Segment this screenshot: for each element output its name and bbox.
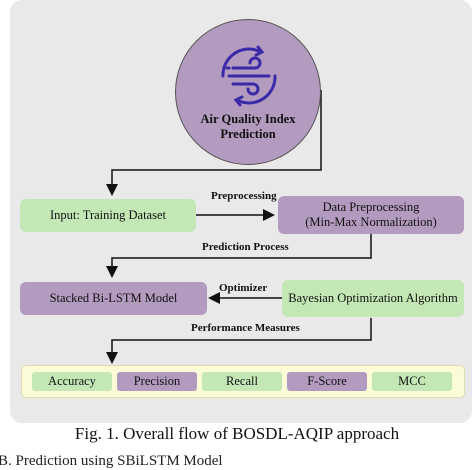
model-node-label: Stacked Bi-LSTM Model [49, 291, 178, 305]
input-node-label: Input: Training Dataset [50, 208, 166, 222]
bayesian-optimization-node: Bayesian Optimization Algorithm [282, 280, 464, 317]
start-node-air-quality-prediction: Air Quality Index Prediction [175, 19, 321, 165]
metric-accuracy: Accuracy [32, 372, 112, 391]
input-training-dataset-node: Input: Training Dataset [20, 199, 196, 232]
metric-fscore: F-Score [287, 372, 367, 391]
metric-precision: Precision [117, 372, 197, 391]
edge-label-prediction-process: Prediction Process [202, 241, 289, 253]
arrow-optimizer-to-metrics [106, 318, 372, 364]
optimizer-node-label: Bayesian Optimization Algorithm [288, 291, 458, 305]
start-node-label: Air Quality Index Prediction [200, 112, 296, 141]
metric-recall: Recall [202, 372, 282, 391]
section-heading-cut-off: B. Prediction using SBiLSTM Model [0, 453, 223, 469]
data-preprocessing-node: Data Preprocessing (Min-Max Normalizatio… [278, 196, 464, 234]
preprocess-node-label: Data Preprocessing (Min-Max Normalizatio… [305, 200, 437, 229]
edge-label-preprocessing: Preprocessing [211, 190, 277, 202]
stacked-bilstm-model-node: Stacked Bi-LSTM Model [20, 282, 207, 315]
metric-mcc: MCC [372, 372, 452, 391]
edge-label-performance-measures: Performance Measures [191, 322, 300, 334]
edge-label-optimizer: Optimizer [219, 282, 268, 294]
arrow-start-to-input [106, 90, 322, 196]
arrow-preprocess-to-model [106, 233, 372, 278]
figure-caption: Fig. 1. Overall flow of BOSDL-AQIP appro… [74, 424, 400, 443]
air-quality-wind-icon [221, 45, 277, 107]
